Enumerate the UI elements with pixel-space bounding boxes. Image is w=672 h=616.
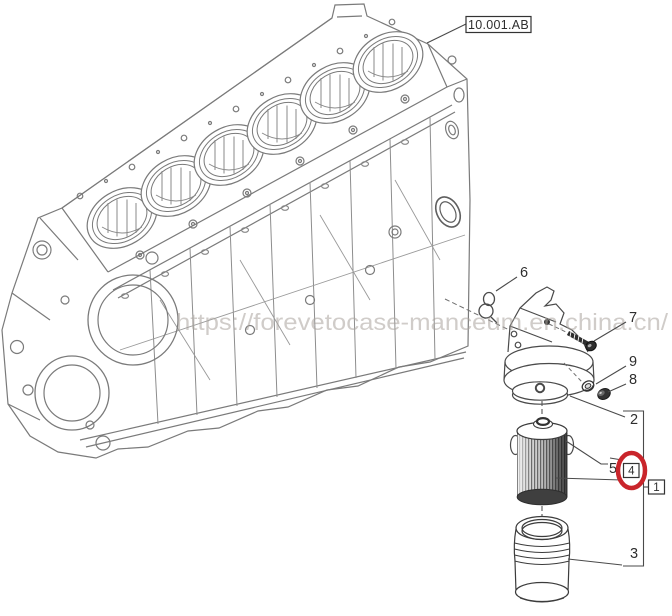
watermark-text: https://forevetocase-manceum.en.china.cn… [176,309,669,335]
callout-3-label: 3 [630,546,638,562]
callout-9-label: 9 [629,354,637,370]
section-ref: 10.001.AB [465,15,532,34]
section-ref-label: 10.001.AB [468,18,529,32]
engine-block-silhouette [1,3,471,459]
callout-4-label: 4 [628,466,635,478]
callout-7-label: 7 [629,310,637,326]
retaining-clip [478,291,498,324]
red-circle-highlight [615,450,648,491]
filter-element [509,401,575,506]
callout-2-label: 2 [630,412,638,428]
callout-4-box: 4 [622,462,640,479]
callout-1-box: 1 [647,479,666,495]
callout-1-label: 1 [653,482,659,494]
drain-plug [597,387,611,401]
mounting-bolt [548,323,597,352]
callout-5-label: 5 [609,461,617,477]
group-bracket [623,410,649,567]
deck-bolt-holes [76,18,396,200]
callout-6-label: 6 [520,265,528,281]
leader-lines [426,23,649,567]
engine-block-drawing [1,3,471,459]
sealing-washer [581,380,595,392]
filter-bowl [513,506,571,603]
callout-8-label: 8 [629,372,637,388]
